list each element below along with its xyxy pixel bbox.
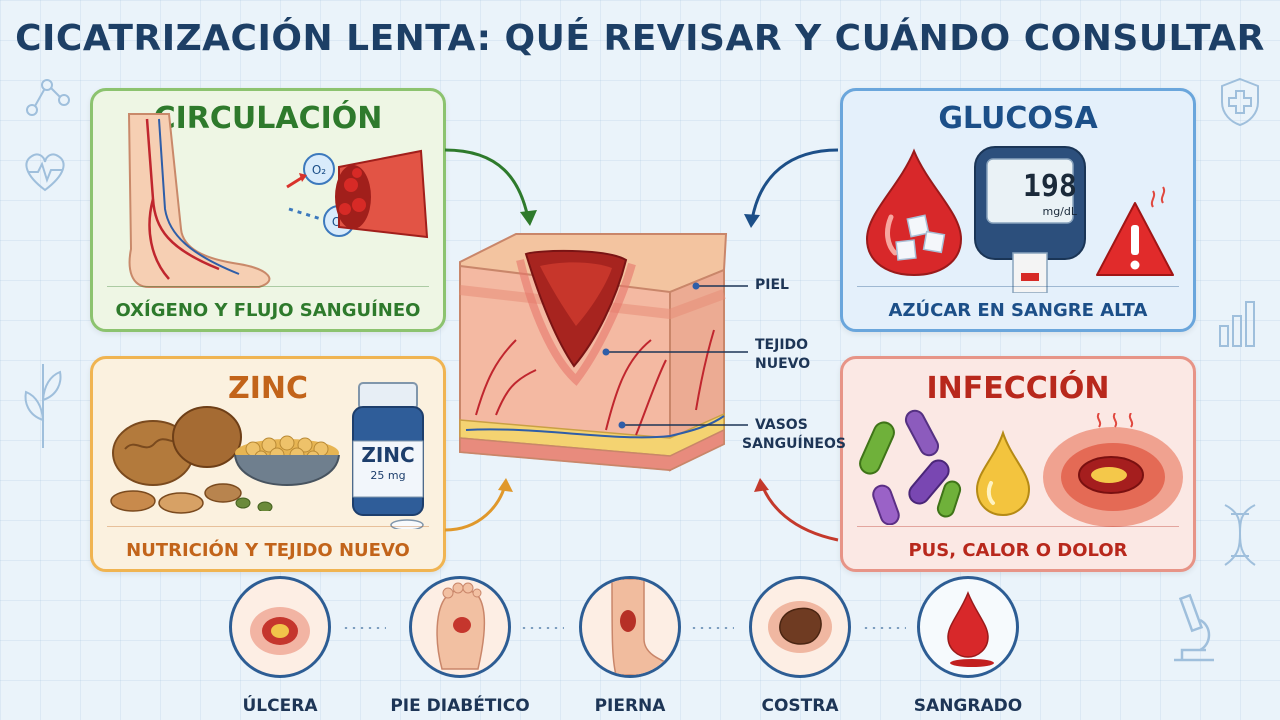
vein-icon	[158, 118, 240, 275]
label-new-tissue-line1: TEJIDO	[755, 337, 809, 353]
circulation-title: CIRCULACIÓN	[153, 101, 383, 136]
leg-thumbnail	[579, 576, 681, 678]
bacteria-icon	[859, 409, 962, 525]
label-new-tissue-line2: NUEVO	[755, 356, 811, 372]
circulation-panel: CIRCULACIÓN O₂ O₂ OXÍGENO Y FLUJO SANGUÍ…	[90, 88, 446, 332]
leaf-icon	[24, 364, 62, 448]
arrow-glucose	[750, 148, 839, 221]
leg-label: PIERNA	[594, 696, 666, 716]
leg-icon	[127, 113, 271, 288]
pus-drop-icon	[975, 429, 1031, 517]
bar-chart-icon	[1219, 301, 1255, 347]
caption-divider	[107, 526, 429, 527]
blood-drop-sugar-icon	[865, 148, 963, 277]
artery-icon	[145, 118, 220, 280]
bottom-item-ulcer: ÚLCERA	[200, 576, 360, 716]
circulation-caption: OXÍGENO Y FLUJO SANGUÍNEO	[115, 300, 421, 321]
bottle-dose: 25 mg	[370, 469, 406, 482]
arrow-infection	[760, 484, 839, 542]
shield-cross-icon	[1221, 77, 1259, 127]
meter-unit: mg/dL	[1042, 205, 1077, 218]
molecule-icon	[26, 79, 70, 116]
dna-icon	[1224, 504, 1256, 566]
caption-divider	[857, 286, 1179, 287]
bottom-item-bleeding: SANGRADO	[888, 576, 1048, 716]
warning-icon	[1096, 186, 1174, 276]
diabetic-foot-label: PIE DIABÉTICO	[390, 696, 530, 716]
label-vessels-line1: VASOS	[755, 417, 808, 433]
meter-reading: 198	[1022, 169, 1077, 204]
chickpea-bowl-icon	[234, 435, 340, 511]
blood-drop-icon	[947, 590, 994, 667]
separator-dots	[862, 627, 906, 629]
zinc-caption: NUTRICIÓN Y TEJIDO NUEVO	[126, 540, 410, 561]
label-skin: PIEL	[755, 277, 789, 293]
glucose-title: GLUCOSA	[938, 101, 1098, 136]
leg-icon	[611, 579, 673, 675]
label-leader-lines	[602, 282, 748, 429]
separator-dots	[690, 627, 734, 629]
arrow-zinc	[444, 484, 507, 532]
microscope-icon	[1174, 593, 1214, 662]
infection-panel: INFECCIÓN PUS, CALOR O DOLOR	[840, 356, 1196, 572]
zinc-panel: ZINC ZINC 25 mg NUTRICIÓN Y TEJIDO NUEVO	[90, 356, 446, 572]
label-vessels-line2: SANGUÍNEOS	[742, 436, 846, 452]
glucose-panel: GLUCOSA 198 mg/dL AZÚCAR EN SANGRE ALTA	[840, 88, 1196, 332]
skin-cross-section	[459, 233, 728, 472]
ulcer-thumbnail	[229, 576, 331, 678]
scab-icon	[768, 601, 832, 653]
scab-label: COSTRA	[761, 696, 839, 716]
infected-wound-icon	[1043, 413, 1183, 527]
oxygen-bubble-icon	[303, 153, 335, 185]
arrow-circulation	[444, 148, 530, 219]
infection-caption: PUS, CALOR O DOLOR	[908, 540, 1128, 561]
caption-divider	[107, 286, 429, 287]
foot-icon	[436, 582, 486, 670]
bleeding-label: SANGRADO	[913, 696, 1023, 716]
separator-dots	[520, 627, 564, 629]
page-title: CICATRIZACIÓN LENTA: QUÉ REVISAR Y CUÁND…	[15, 18, 1265, 59]
bottom-item-scab: COSTRA	[720, 576, 880, 716]
diabetic-foot-thumbnail	[409, 576, 511, 678]
bleeding-thumbnail	[917, 576, 1019, 678]
blood-vessel-icon	[335, 149, 429, 239]
heart-pulse-icon	[25, 153, 65, 192]
scab-thumbnail	[749, 576, 851, 678]
walnut-icon	[110, 406, 242, 514]
caption-divider	[857, 526, 1179, 527]
bottom-item-diabetic-foot: PIE DIABÉTICO	[380, 576, 540, 716]
separator-dots	[342, 627, 386, 629]
bottle-label: ZINC	[361, 443, 415, 467]
ulcer-icon	[250, 607, 310, 655]
glucose-meter-icon	[974, 146, 1086, 293]
oxygen-label-1: O₂	[312, 163, 326, 177]
infection-title: INFECCIÓN	[926, 371, 1110, 406]
zinc-bottle-icon	[352, 382, 424, 529]
zinc-title: ZINC	[227, 371, 309, 406]
ulcer-label: ÚLCERA	[242, 696, 318, 716]
glucose-caption: AZÚCAR EN SANGRE ALTA	[888, 300, 1148, 321]
bottom-item-leg: PIERNA	[550, 576, 710, 716]
